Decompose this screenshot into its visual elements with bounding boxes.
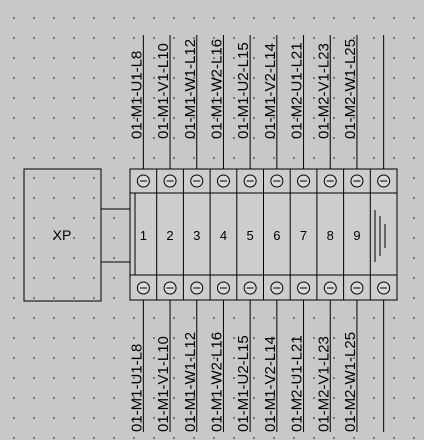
screw-icon bbox=[350, 281, 364, 295]
screw-icon bbox=[350, 174, 364, 188]
screw-icon bbox=[216, 174, 230, 188]
xp-device[interactable]: XP bbox=[23, 168, 102, 302]
terminal-4[interactable]: 01-M1-W2-L16 01-M1-W2-L16 4 bbox=[208, 35, 230, 432]
screw-icon bbox=[136, 281, 150, 295]
terminal-number: 6 bbox=[273, 228, 280, 243]
top-wire-label: 01-M1-U2-L15 bbox=[235, 42, 252, 139]
xp-device-label: XP bbox=[53, 227, 72, 243]
terminal-6[interactable]: 01-M1-V2-L14 01-M1-V2-L14 6 bbox=[262, 35, 284, 432]
screw-icon bbox=[270, 281, 284, 295]
xp-device-box bbox=[23, 168, 102, 302]
bottom-wire-label: 01-M1-U2-L15 bbox=[235, 335, 252, 432]
screw-icon bbox=[243, 174, 257, 188]
screw-icon bbox=[323, 281, 337, 295]
bottom-wire-label: 01-M1-W2-L16 bbox=[208, 332, 225, 432]
terminal-3[interactable]: 01-M1-W1-L12 01-M1-W1-L12 3 bbox=[182, 35, 204, 432]
terminal-7[interactable]: 01-M2-U1-L21 01-M2-U1-L21 7 bbox=[289, 35, 311, 432]
top-wire-label: 01-M1-V1-L10 bbox=[155, 43, 172, 139]
top-wire-label: 01-M1-V2-L14 bbox=[262, 43, 279, 139]
terminal-number: 8 bbox=[327, 228, 334, 243]
ground-icon bbox=[374, 210, 386, 262]
bottom-wire-label: 01-M1-U1-L8 bbox=[128, 344, 145, 432]
top-wire-label: 01-M2-V1-L23 bbox=[315, 43, 332, 139]
screw-icon bbox=[163, 281, 177, 295]
top-wire-label: 01-M1-U1-L8 bbox=[128, 51, 145, 139]
top-wire-label: 01-M1-W2-L16 bbox=[208, 39, 225, 139]
terminal-9[interactable]: 01-M2-W1-L25 01-M2-W1-L25 9 bbox=[342, 35, 364, 432]
screw-icon bbox=[270, 174, 284, 188]
terminal-number: 2 bbox=[166, 228, 173, 243]
top-wire-label: 01-M2-U1-L21 bbox=[289, 42, 306, 139]
screw-icon bbox=[136, 174, 150, 188]
bottom-wire-label: 01-M1-W1-L12 bbox=[182, 332, 199, 432]
top-wire-label: 01-M1-W1-L12 bbox=[182, 39, 199, 139]
ground-terminal[interactable] bbox=[374, 210, 386, 262]
terminal-2[interactable]: 01-M1-V1-L10 01-M1-V1-L10 2 bbox=[155, 35, 177, 432]
screw-icon bbox=[190, 281, 204, 295]
terminal-number: 1 bbox=[140, 228, 147, 243]
bottom-wire-label: 01-M1-V1-L10 bbox=[155, 336, 172, 432]
top-wire-label: 01-M2-W1-L25 bbox=[342, 39, 359, 139]
screw-icon bbox=[243, 281, 257, 295]
bottom-wire-label: 01-M2-V1-L23 bbox=[315, 336, 332, 432]
screw-icon bbox=[216, 281, 230, 295]
screw-icon bbox=[297, 281, 311, 295]
screw-icon bbox=[377, 174, 391, 188]
screw-icon bbox=[190, 174, 204, 188]
terminal-number: 9 bbox=[353, 228, 360, 243]
bottom-wire-label: 01-M2-W1-L25 bbox=[342, 332, 359, 432]
bottom-wire-label: 01-M2-U1-L21 bbox=[289, 335, 306, 432]
terminal-number: 5 bbox=[247, 228, 254, 243]
bottom-wire-label: 01-M1-V2-L14 bbox=[262, 336, 279, 432]
terminal-5[interactable]: 01-M1-U2-L15 01-M1-U2-L15 5 bbox=[235, 35, 257, 432]
terminal-number: 7 bbox=[300, 228, 307, 243]
screw-icon bbox=[163, 174, 177, 188]
terminal-number: 4 bbox=[220, 228, 227, 243]
terminal-1[interactable]: 01-M1-U1-L8 01-M1-U1-L8 1 bbox=[128, 35, 150, 432]
screw-icon bbox=[377, 281, 391, 295]
screw-icon bbox=[323, 174, 337, 188]
screw-icon bbox=[297, 174, 311, 188]
terminal-number: 3 bbox=[193, 228, 200, 243]
terminal-8[interactable]: 01-M2-V1-L23 01-M2-V1-L23 8 bbox=[315, 35, 337, 432]
